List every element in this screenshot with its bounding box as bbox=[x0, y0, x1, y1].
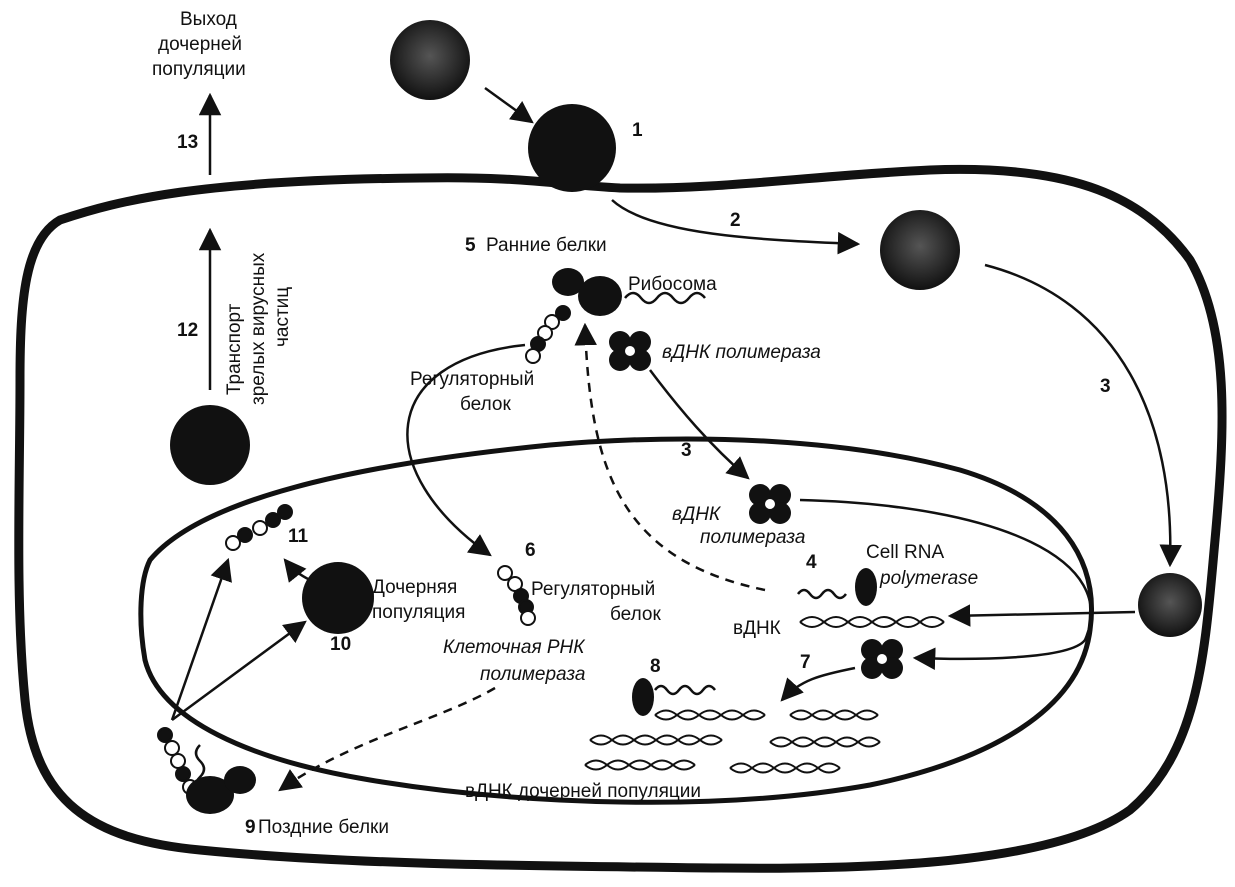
arrow-3-center bbox=[649, 369, 750, 480]
arrow-late-to-daughter bbox=[171, 620, 307, 722]
regulatory-protein-nucleus bbox=[497, 565, 536, 626]
early-proteins-label: Ранние белки bbox=[486, 235, 607, 256]
mrna-strand-top bbox=[624, 291, 706, 305]
daughter-pop-label-2: популяция bbox=[372, 602, 465, 623]
ribosome-small-subunit bbox=[552, 268, 584, 296]
arrow-11 bbox=[283, 558, 311, 583]
nucleus-membrane bbox=[138, 436, 1094, 805]
late-proteins-cluster bbox=[157, 727, 198, 795]
late-ribosome-small bbox=[224, 766, 256, 794]
regulatory-protein-top-label-2: белок bbox=[460, 394, 511, 415]
late-proteins-label: Поздние белки bbox=[258, 817, 389, 838]
arrow-attach bbox=[484, 86, 534, 124]
arrow-late-to-assembly bbox=[170, 557, 232, 721]
vdna-label: вДНК bbox=[733, 618, 781, 639]
step-11: 11 bbox=[288, 526, 309, 547]
cellular-rna-polymerase-icon bbox=[632, 678, 654, 716]
daughter-vdna-helices bbox=[584, 709, 881, 774]
transport-label: Транспорт зрелых вирусных частиц bbox=[224, 252, 293, 405]
virion-cytoplasm bbox=[880, 210, 960, 290]
cell-rna-pol-label-2: polymerase bbox=[879, 568, 978, 589]
arrow-3-right bbox=[984, 263, 1182, 568]
step-2: 2 bbox=[730, 210, 741, 231]
vdna-polymerase-top-label: вДНК полимераза bbox=[662, 342, 821, 363]
vdna-helix bbox=[799, 616, 945, 628]
arrow-regulatory-to-nucleus bbox=[406, 343, 526, 557]
regulatory-protein-nuc-label-2: белок bbox=[610, 604, 661, 625]
exit-label-2: дочерней bbox=[158, 34, 242, 55]
ribosome-large-subunit bbox=[578, 276, 622, 316]
step-5: 5 bbox=[465, 235, 476, 256]
vdna-polymerase-mid-label-1: вДНК bbox=[672, 504, 722, 525]
virion-at-nucleus bbox=[1138, 573, 1202, 637]
step-9: 9 bbox=[245, 817, 256, 838]
vdna-polymerase-top-icon bbox=[609, 331, 651, 371]
vdna-polymerase-mid-label-2: полимераза bbox=[700, 527, 805, 548]
step-8: 8 bbox=[650, 656, 661, 677]
daughter-pop-label-1: Дочерняя bbox=[372, 577, 457, 598]
cell-rna-polymerase-icon bbox=[855, 568, 877, 606]
ribosome-label: Рибосома bbox=[628, 274, 717, 295]
step-6: 6 bbox=[525, 540, 536, 561]
regulatory-protein-chain-top bbox=[525, 305, 571, 364]
cell-rna-pol-label-1: Cell RNA bbox=[866, 542, 944, 563]
regulatory-protein-top-label-1: Регуляторный bbox=[410, 369, 534, 390]
step-7: 7 bbox=[800, 652, 811, 673]
dashed-arrow-to-ribosome bbox=[574, 322, 766, 592]
transport-label-2: зрелых вирусных bbox=[248, 252, 269, 405]
arrow-7 bbox=[780, 666, 856, 702]
daughter-virion bbox=[302, 562, 374, 634]
exit-label-1: Выход bbox=[180, 9, 237, 30]
virion-outside bbox=[390, 20, 470, 100]
arrow-2 bbox=[611, 199, 861, 255]
step-3-center: 3 bbox=[681, 440, 692, 461]
regulatory-protein-nuc-label-1: Регуляторный bbox=[531, 579, 655, 600]
step-4: 4 bbox=[806, 552, 817, 573]
vdna-polymerase-mid-icon bbox=[749, 484, 791, 524]
exit-label-3: популяции bbox=[152, 59, 246, 80]
assembly-protein-chain bbox=[225, 504, 293, 551]
mrna-transcript-4 bbox=[797, 588, 847, 600]
late-ribosome-large bbox=[186, 776, 234, 814]
arrow-replication bbox=[799, 498, 1093, 670]
mature-virion bbox=[170, 405, 250, 485]
step-10: 10 bbox=[330, 634, 351, 655]
vdna-daughter-label: вДНК дочерней популяции bbox=[465, 781, 701, 802]
cellular-rna-pol-label-1: Клеточная РНК bbox=[443, 637, 586, 658]
virion-attached bbox=[528, 104, 616, 192]
transport-label-3: частиц bbox=[272, 287, 293, 347]
mrna-transcript-8 bbox=[654, 684, 716, 696]
dashed-arrow-late-proteins bbox=[278, 686, 496, 792]
step-13: 13 bbox=[177, 132, 198, 153]
arrow-genome-release bbox=[947, 604, 1136, 627]
cellular-rna-pol-label-2: полимераза bbox=[480, 664, 585, 685]
vdna-polymerase-lower-icon bbox=[861, 639, 903, 679]
step-12: 12 bbox=[177, 320, 198, 341]
transport-label-1: Транспорт bbox=[224, 303, 245, 395]
host-cell-membrane bbox=[14, 164, 1227, 873]
step-3-right: 3 bbox=[1100, 376, 1111, 397]
step-1: 1 bbox=[632, 120, 643, 141]
